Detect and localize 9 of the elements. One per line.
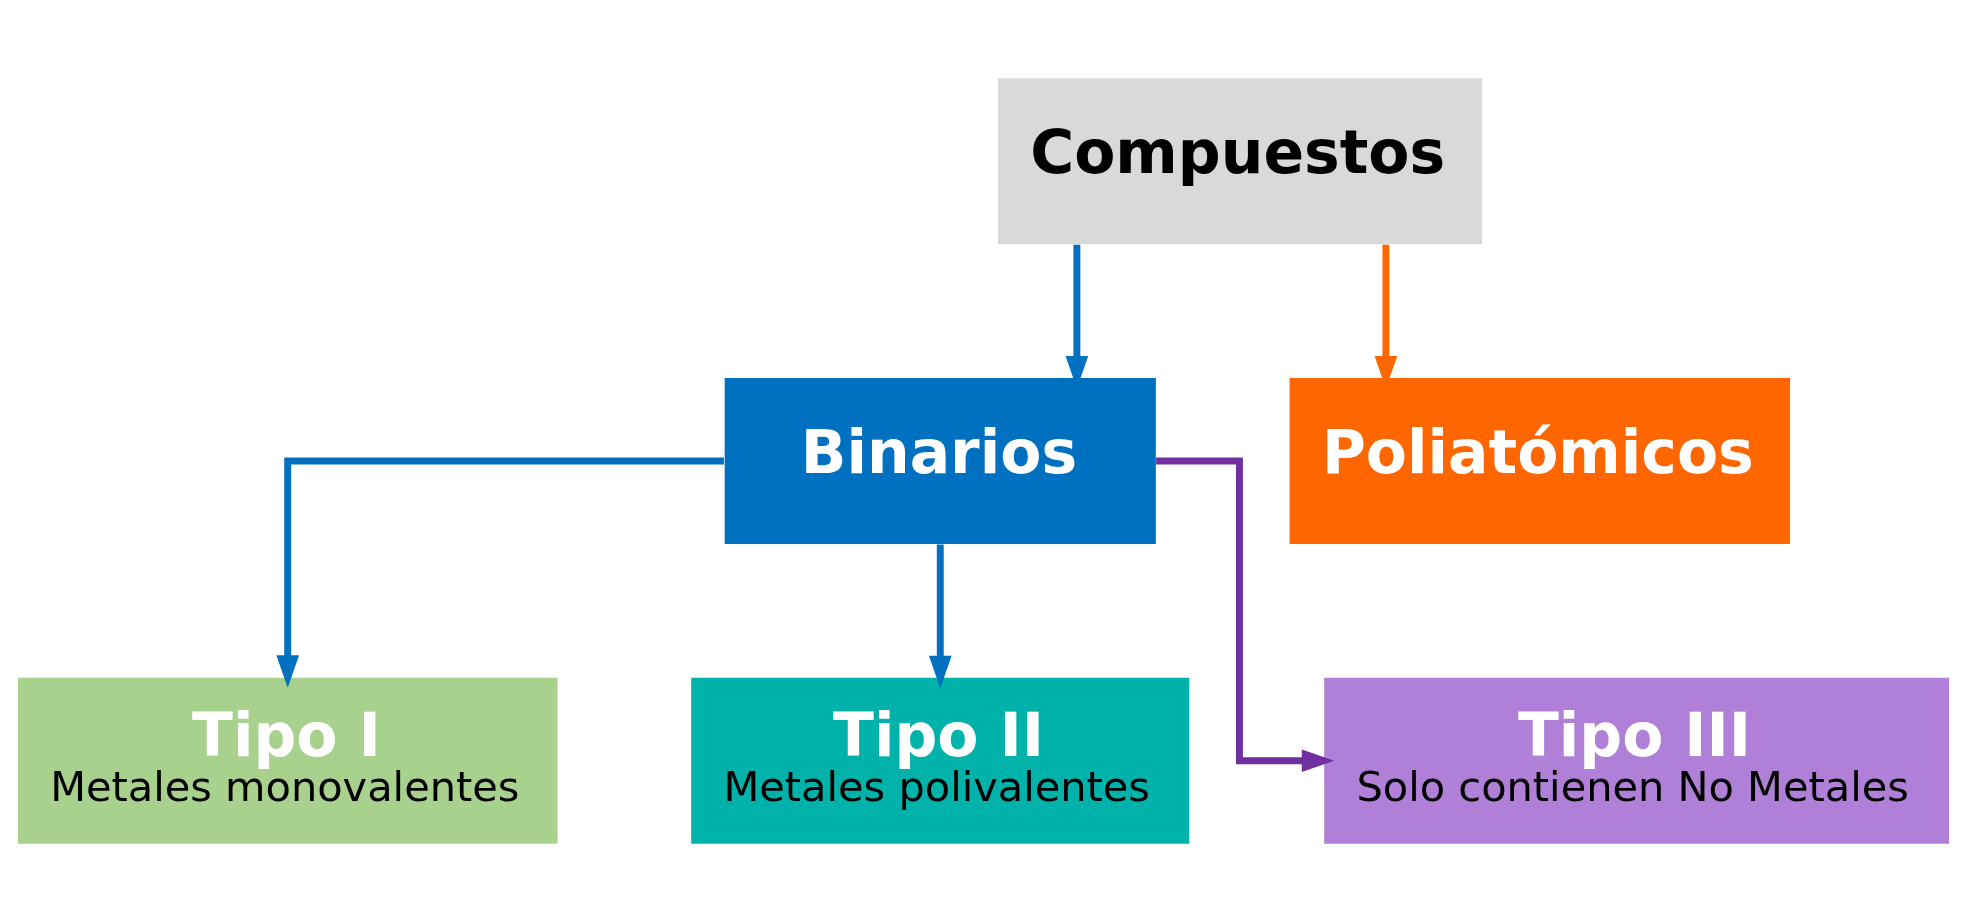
node-box: Tipo I Metales monovalentes [17, 677, 558, 844]
arrow [928, 544, 952, 689]
node-box: Compuestos [997, 78, 1483, 245]
node-box: Poliatómicos [1289, 378, 1790, 544]
node-box: Tipo III Solo contienen No Metales [1324, 677, 1950, 844]
node-box: Binarios [724, 378, 1156, 544]
node-box: Tipo II Metales polivalentes [691, 677, 1190, 844]
arrow [1156, 457, 1335, 773]
arrow [276, 457, 724, 688]
